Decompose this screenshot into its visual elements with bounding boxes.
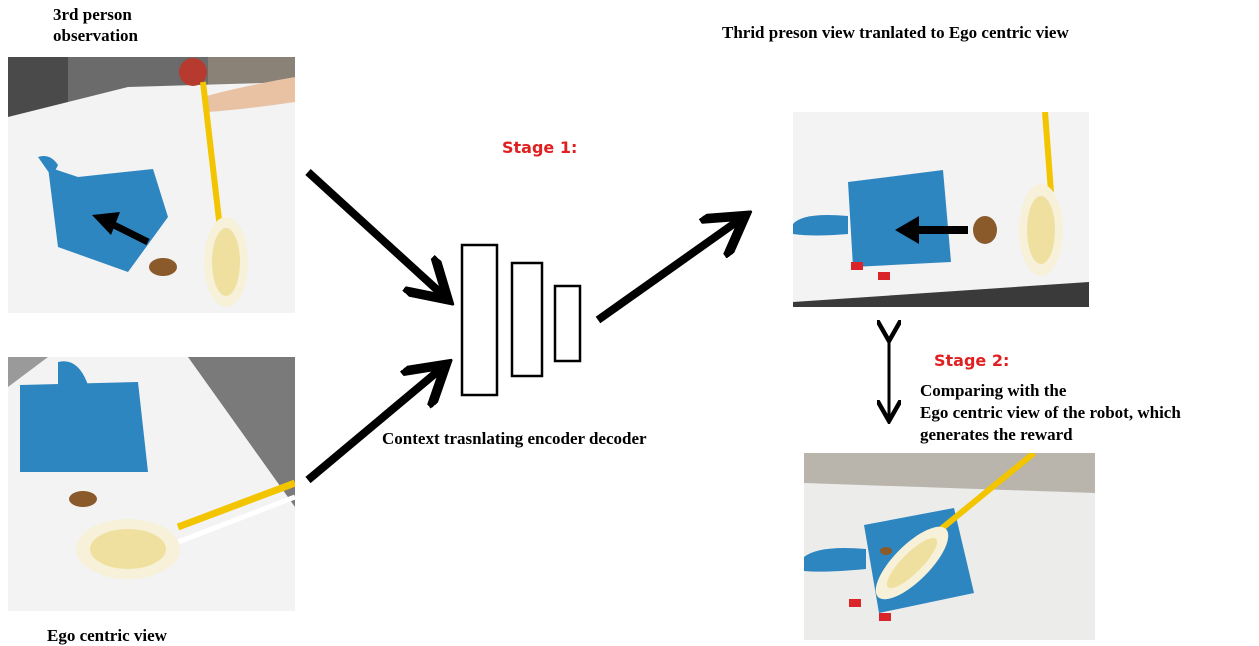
encoder-block — [460, 243, 499, 397]
translated-photo — [793, 112, 1089, 307]
stage2-label: Stage 2: — [934, 351, 1010, 370]
third-person-label-line1: 3rd person — [53, 5, 132, 24]
decoder-block — [553, 284, 582, 363]
arrow-third-person-to-encoder — [305, 169, 445, 297]
stage2-desc-line1: Comparing with the — [920, 381, 1067, 400]
bottleneck-block — [510, 261, 544, 378]
third-person-photo — [8, 57, 295, 313]
translated-view-title: Thrid preson view tranlated to Ego centr… — [722, 23, 1069, 42]
ego-centric-view-label: Ego centric view — [47, 626, 167, 645]
encoder-decoder-label: Context trasnlating encoder decoder — [382, 429, 647, 448]
arrow-decoder-to-translated — [595, 218, 742, 324]
arrow-ego-to-encoder — [305, 367, 443, 484]
stage2-desc-line3: generates the reward — [920, 425, 1073, 444]
robot-ego-photo — [804, 453, 1095, 640]
stage2-desc-line2: Ego centric view of the robot, which — [920, 403, 1181, 422]
stage1-label: Stage 1: — [502, 138, 578, 157]
third-person-label-line2: observation — [53, 26, 138, 45]
ego-centric-photo — [8, 357, 295, 611]
